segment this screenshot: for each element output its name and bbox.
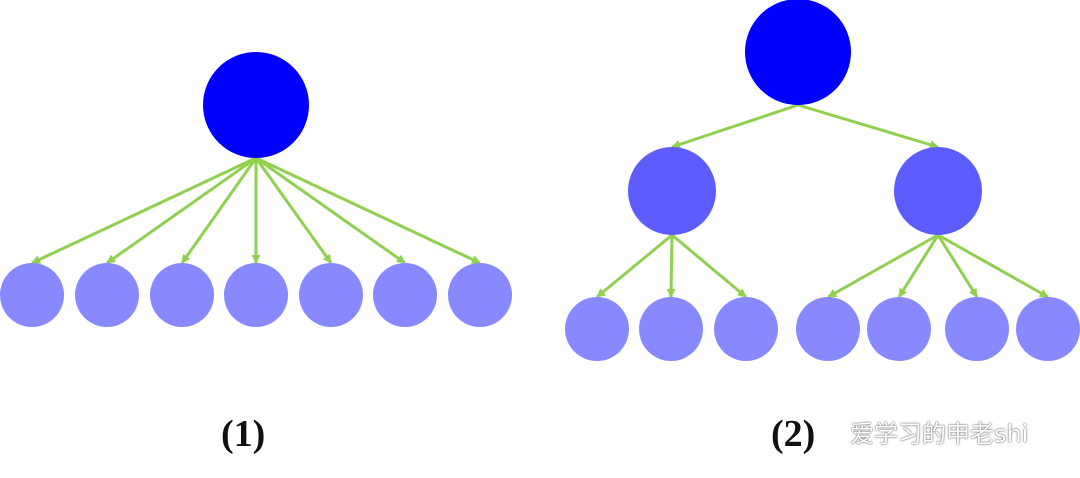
diagram1-leaf-node — [224, 263, 288, 327]
diagram2-middle-node — [894, 147, 982, 235]
caption-diagram-1: (1) — [221, 413, 266, 455]
diagram1-leaf-node — [299, 263, 363, 327]
diagram2-edge — [827, 233, 939, 299]
diagram1-leaf-node — [0, 263, 64, 327]
diagram1-edge — [255, 156, 406, 265]
diagram1-leaf-node — [150, 263, 214, 327]
diagram1-leaf-node — [75, 263, 139, 327]
diagram2-leaf-node — [565, 297, 629, 361]
diagram1-leaf-node — [373, 263, 437, 327]
diagram2-leaf-node — [867, 297, 931, 361]
diagram2-root-node — [745, 0, 851, 105]
nodes-layer — [0, 0, 1080, 361]
diagram1-edge — [254, 157, 333, 264]
diagram2-edge — [936, 234, 979, 298]
edges-layer — [31, 103, 1049, 299]
diagram1-edge — [106, 156, 257, 265]
diagram1-edge — [180, 157, 258, 264]
diagram2-middle-node — [628, 147, 716, 235]
caption-diagram-2: (2) — [771, 413, 816, 455]
diagram2-edge — [596, 233, 673, 299]
diagram2-leaf-node — [945, 297, 1009, 361]
diagram2-edge — [897, 234, 940, 298]
diagram2-leaf-node — [796, 297, 860, 361]
diagram1-leaf-node — [448, 263, 512, 327]
diagram1-edge — [255, 156, 481, 265]
wechat-icon — [818, 420, 843, 441]
diagram2-leaf-node — [639, 297, 703, 361]
watermark: 爱学习的申老shi — [818, 414, 1028, 448]
watermark-text: 爱学习的申老shi — [850, 419, 1029, 448]
diagram2-edge — [797, 103, 939, 149]
diagram1-edge — [31, 156, 257, 265]
diagram2-edge — [666, 234, 676, 298]
diagram2-edge — [937, 233, 1049, 299]
diagram2-leaf-node — [714, 297, 778, 361]
diagram1-root-node — [203, 52, 309, 158]
diagram2-edge — [671, 233, 747, 299]
diagram2-edge — [671, 103, 799, 149]
diagram2-leaf-node — [1016, 297, 1080, 361]
